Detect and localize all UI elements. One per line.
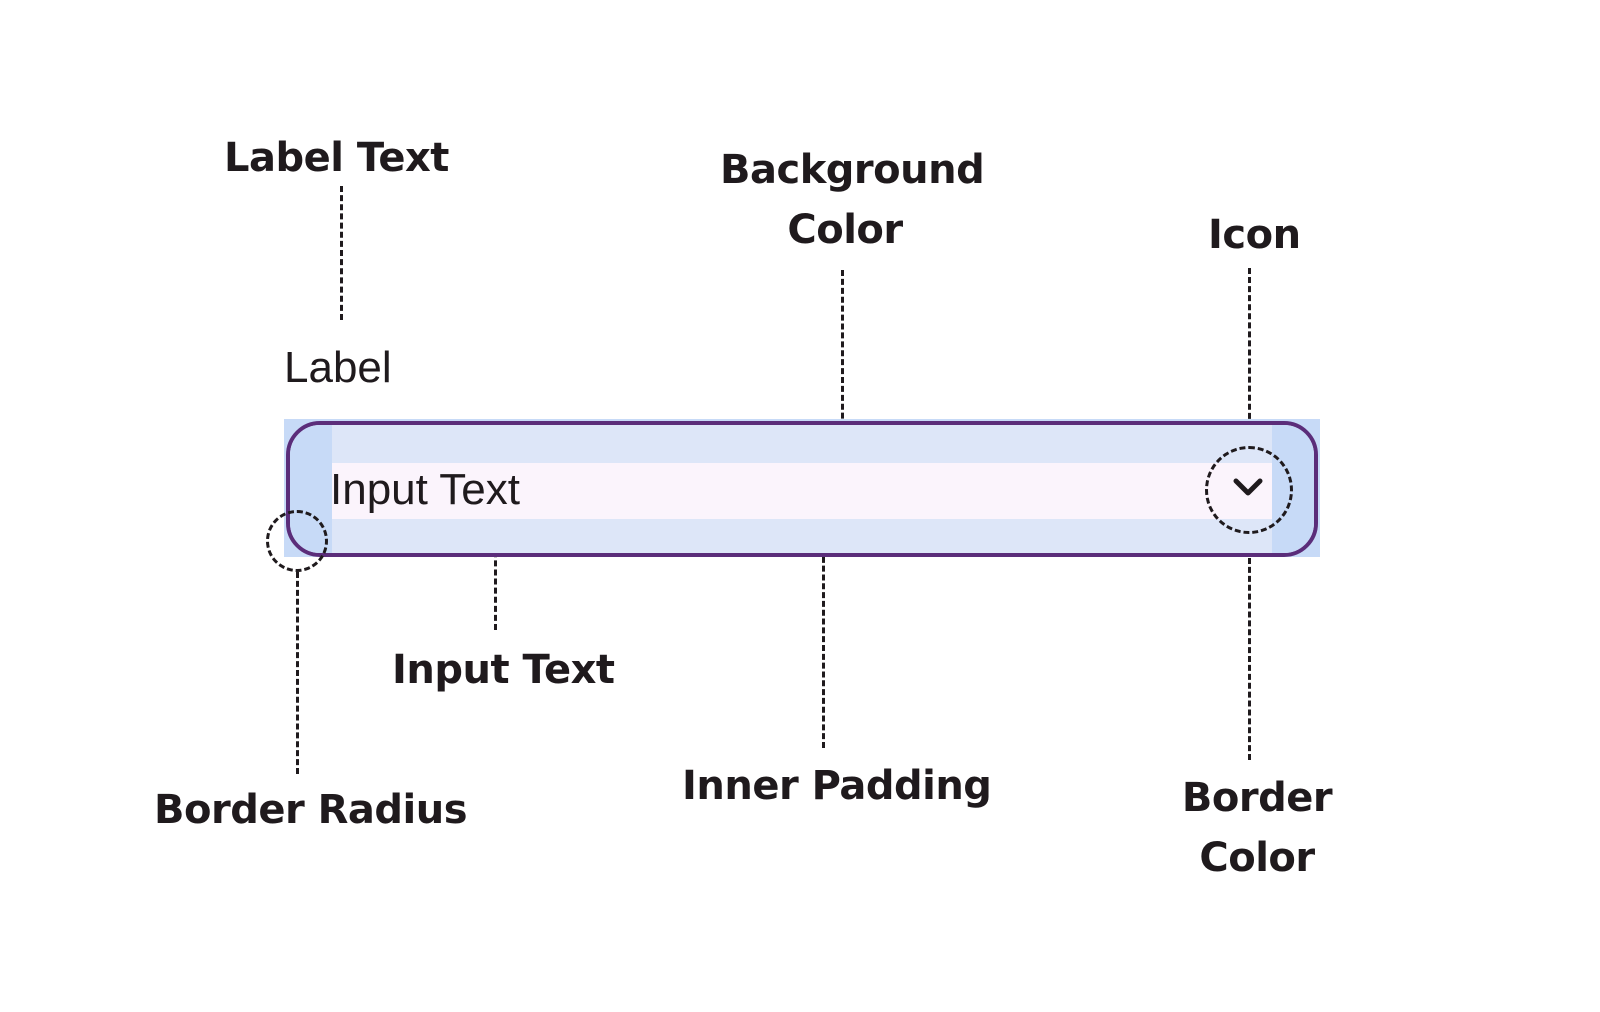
annotation-border-color-line-1: Border [1181,775,1333,821]
leader-icon-top [1248,268,1251,446]
leader-background-color [841,270,844,490]
annotation-border-color-line-2: Color [1199,835,1315,881]
annotation-background-color-line-2: Color [787,207,903,253]
annotation-border-color: Border Color [1172,768,1342,888]
annotation-label-text-line: Label Text [224,135,449,181]
field-label: Label [284,343,392,392]
annotation-icon: Icon [1208,205,1301,265]
annotation-inner-padding-line: Inner Padding [682,763,992,809]
leader-border-radius [296,572,299,774]
border-radius-highlight-circle [266,510,328,572]
annotation-inner-padding: Inner Padding [682,756,992,816]
annotation-icon-line: Icon [1208,212,1301,258]
annotation-input-text: Input Text [392,640,615,700]
leader-label-text [340,186,343,320]
annotation-border-radius: Border Radius [154,780,468,840]
leader-input-text [494,524,497,630]
annotation-background-color: Background Color [720,140,985,260]
leader-border-color [1248,558,1251,760]
icon-highlight-circle [1205,446,1293,534]
leader-inner-padding [822,548,825,748]
annotation-border-radius-line: Border Radius [154,787,468,833]
dropdown-input[interactable] [330,462,930,518]
annotation-input-text-line: Input Text [392,647,615,693]
annotation-background-color-line-1: Background [720,147,985,193]
annotation-label-text: Label Text [224,128,449,188]
